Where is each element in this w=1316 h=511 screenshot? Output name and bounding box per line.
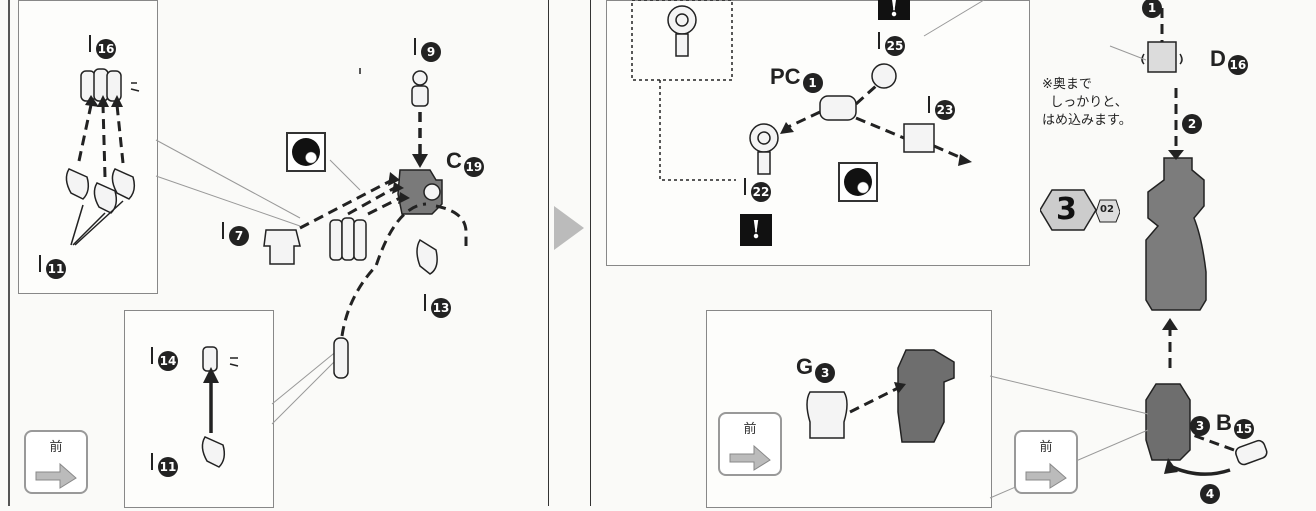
label-part-14: 14 [151, 347, 178, 371]
right-page-divider [590, 0, 591, 506]
warning-icon-top: ! [878, 0, 910, 20]
label-part-11b: 11 [151, 453, 178, 477]
front-indicator-right: 前 [1014, 430, 1078, 494]
inset-arm-illustration [65, 68, 140, 246]
label-part-9: 9 [414, 38, 441, 62]
label-part-25: 25 [878, 32, 905, 56]
body-badge: 3 02 [1039, 186, 1121, 236]
step-2: 2 [1182, 110, 1202, 134]
label-part-22: 22 [744, 178, 771, 202]
left-page [0, 0, 549, 506]
inset-leg-parts: 14 11 [124, 310, 274, 508]
polycap-mark-left [286, 132, 326, 172]
step-1: 1 [1142, 0, 1162, 18]
warning-icon-bottom: ! [740, 214, 772, 246]
front-indicator-inset: 前 [718, 412, 782, 476]
polycap-mark-right [838, 162, 878, 202]
body-badge-number: 3 [1056, 192, 1077, 227]
inset-arm-parts: 16 11 [18, 0, 158, 294]
label-part-16: 16 [89, 35, 116, 59]
step-4: 4 [1200, 480, 1220, 504]
left-page-edge [8, 0, 10, 506]
front-arrow-icon [1025, 462, 1067, 489]
left-main-illustration [155, 68, 468, 425]
inset-leg-illustration [201, 346, 226, 468]
front-indicator-left: 前 [24, 430, 88, 494]
label-part-23: 23 [928, 96, 955, 120]
label-part-13: 13 [424, 294, 451, 318]
step-3: 3 [1190, 412, 1210, 436]
label-part-7: 7 [222, 222, 249, 246]
assembly-note: ※奥まで しっかりと、 はめ込みます。 [1042, 77, 1132, 128]
front-arrow-icon [35, 462, 77, 489]
hexagon-icon [1039, 189, 1121, 231]
body-badge-sub: 02 [1100, 204, 1114, 215]
label-part-11: 11 [39, 255, 66, 279]
front-arrow-icon [729, 444, 771, 471]
